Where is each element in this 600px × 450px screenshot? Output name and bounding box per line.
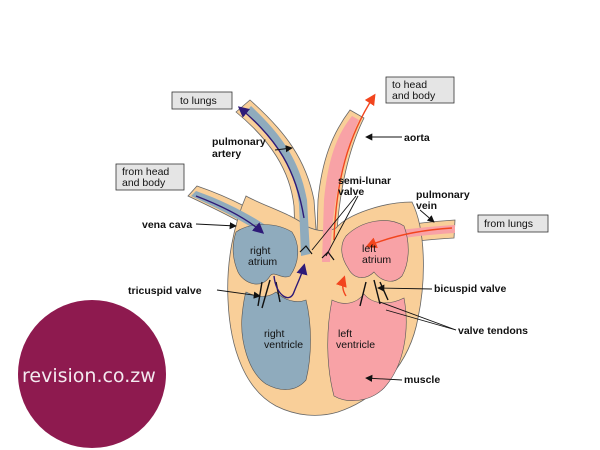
label-valve-tendons: valve tendons [458, 325, 528, 337]
label-vena-cava: vena cava [142, 219, 192, 231]
label-muscle: muscle [404, 374, 440, 386]
to-head-text-2: and body [392, 90, 436, 102]
watermark: revision.co.zw [18, 300, 166, 448]
from-head-text-1: from head [122, 166, 169, 178]
label-right-ventricle-2: ventricle [264, 339, 303, 351]
right-atrium-chamber [232, 224, 299, 285]
label-pulmonary-artery-2: artery [212, 148, 241, 160]
label-semi-lunar-2: valve [338, 186, 364, 198]
structure-labels: pulmonary artery aorta semi-lunar valve … [128, 132, 528, 386]
label-tricuspid-valve: tricuspid valve [128, 285, 202, 297]
callout-to-lungs: to lungs [171, 91, 233, 110]
label-right-atrium-1: right [250, 245, 271, 257]
right-ventricle-chamber [241, 291, 311, 390]
chamber-labels: right atrium left atrium right ventricle… [248, 243, 391, 351]
label-pulmonary-vein-1: pulmonary [416, 189, 470, 201]
label-right-ventricle-1: right [264, 328, 285, 340]
label-bicuspid-valve: bicuspid valve [434, 283, 507, 295]
label-right-atrium-2: atrium [248, 256, 277, 268]
flow-arrow-pulmonary-artery [237, 106, 305, 219]
to-lungs-text: to lungs [180, 95, 217, 107]
label-pulmonary-vein-2: vein [416, 200, 437, 212]
callout-to-head-and-body: to head and body [385, 76, 455, 104]
label-semi-lunar-1: semi-lunar [338, 175, 391, 187]
oxygenated-flow-arrows [333, 93, 453, 297]
to-head-text-1: to head [392, 79, 427, 91]
deoxygenated-flow-arrows [195, 106, 308, 299]
label-left-ventricle-2: ventricle [336, 339, 375, 351]
flow-arrow-pulmonary-vein [365, 227, 453, 248]
callout-from-head-and-body: from head and body [115, 163, 185, 191]
label-pulmonary-artery-1: pulmonary [212, 136, 266, 148]
label-aorta: aorta [404, 132, 430, 144]
watermark-text: revision.co.zw [22, 365, 156, 387]
flow-arrow-right-ventricle [273, 263, 308, 299]
label-left-atrium-1: left [362, 243, 376, 255]
pointer-lines [195, 133, 457, 382]
flow-arrow-left-ventricle [336, 275, 347, 297]
label-left-ventricle-1: left [338, 328, 352, 340]
pulmonary-artery-lumen [246, 106, 310, 256]
left-atrium-chamber [341, 220, 409, 282]
callout-from-lungs: from lungs [477, 214, 549, 233]
left-ventricle-chamber [327, 293, 407, 401]
watermark-circle [18, 300, 166, 448]
flow-arrow-vena-cava [195, 195, 265, 234]
label-left-atrium-2: atrium [362, 254, 391, 266]
flow-arrow-aorta [333, 93, 376, 241]
aorta-lumen [322, 116, 359, 262]
from-head-text-2: and body [122, 177, 166, 189]
from-lungs-text: from lungs [484, 218, 533, 230]
